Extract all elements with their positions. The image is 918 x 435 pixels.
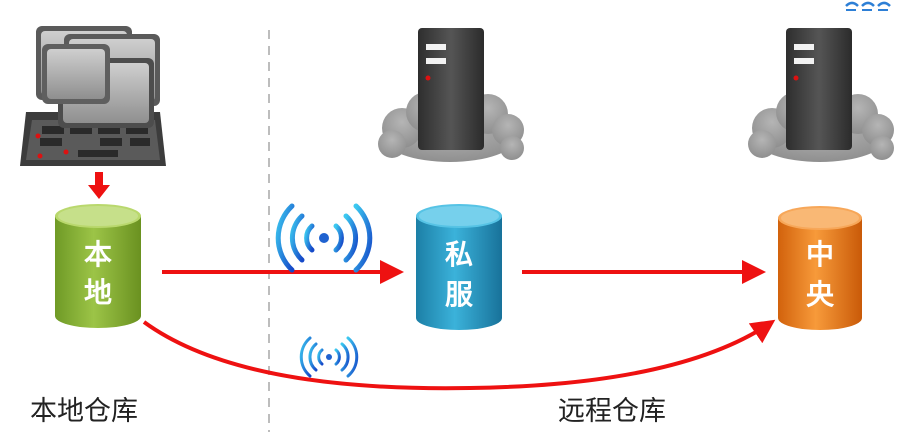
wifi-icon-small <box>299 336 359 378</box>
computers-icon <box>20 26 166 166</box>
local-repository-cylinder: 本 地 <box>55 204 141 328</box>
central-label-line1: 中 <box>806 238 834 271</box>
private-repository-cylinder: 私 服 <box>416 204 502 330</box>
private-label-line2: 服 <box>445 278 474 311</box>
central-repository-cylinder: 中 央 <box>778 206 862 330</box>
download-arrow <box>88 172 110 199</box>
corner-logo-icon <box>845 1 891 11</box>
local-label-line2: 地 <box>84 276 112 309</box>
local-repository-label: 本地仓库 <box>30 396 138 427</box>
private-server-icon <box>378 28 524 162</box>
local-label-line1: 本 <box>84 238 112 271</box>
central-server-icon <box>748 28 894 162</box>
server-icon <box>418 28 484 150</box>
arrow-local-to-central <box>142 319 776 391</box>
central-label-line2: 央 <box>806 278 835 311</box>
wifi-icon <box>275 203 373 273</box>
server-icon <box>786 28 852 150</box>
remote-repository-label: 远程仓库 <box>558 396 666 427</box>
private-label-line1: 私 <box>445 238 473 271</box>
